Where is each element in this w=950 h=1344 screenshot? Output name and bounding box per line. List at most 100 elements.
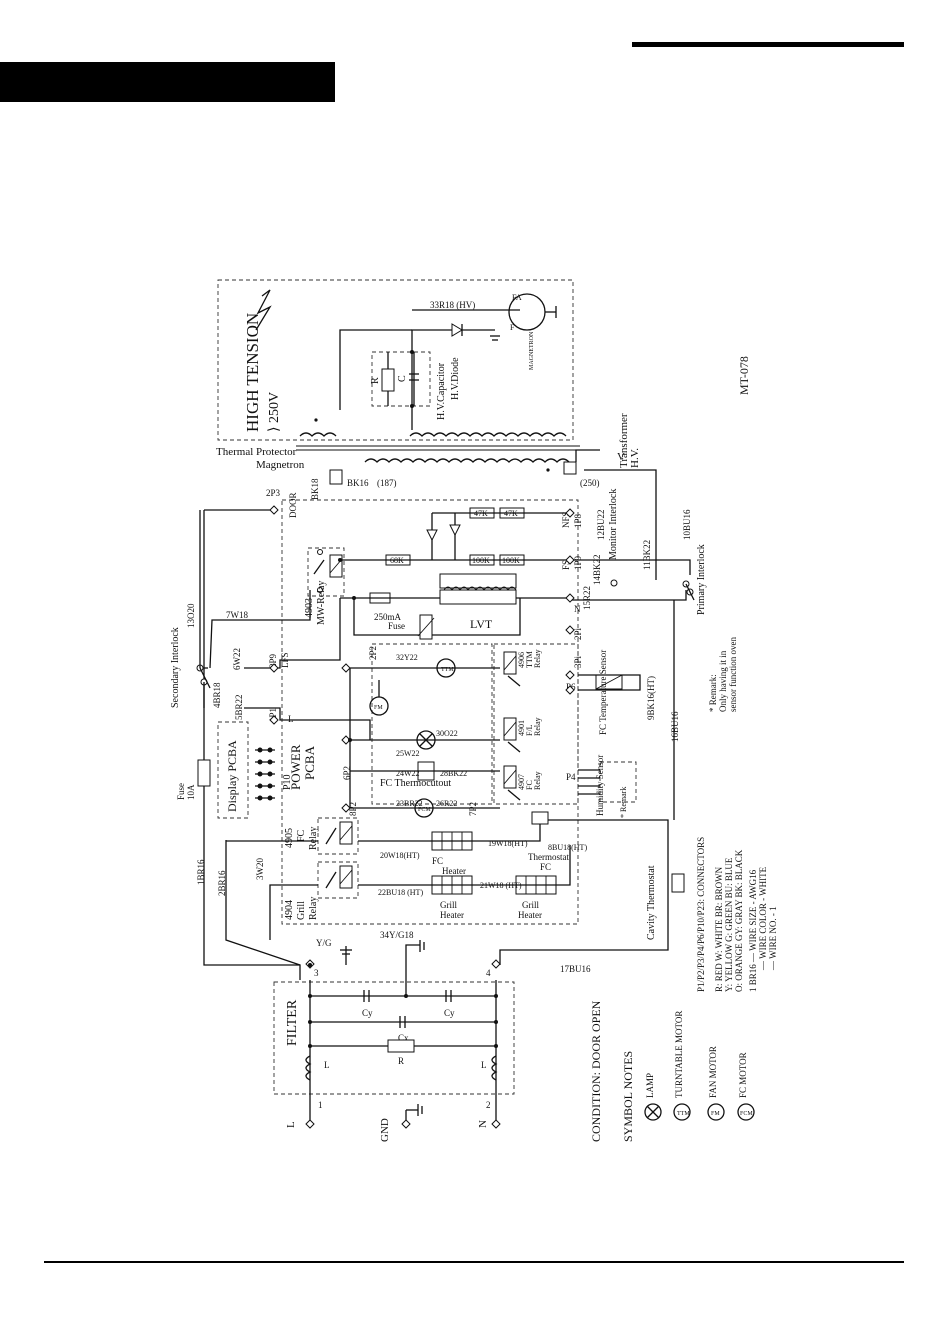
wire-13o20: 13O20	[186, 603, 196, 628]
hv-transformer-label-1: H.V.	[629, 448, 641, 468]
rectifier-diode-icon	[449, 524, 461, 537]
high-tension-section: HIGH TENSION ⟩ 250V R C H.V.Capacitor H.…	[217, 279, 574, 472]
wire-bk18: BK18	[310, 478, 320, 500]
high-tension-label: HIGH TENSION	[243, 313, 262, 432]
wire-17bu16: 17BU16	[560, 964, 591, 974]
wire-25w22: 25W22	[396, 749, 420, 758]
wire-28bk22: 28BK22	[440, 769, 467, 778]
conn-p10-label: P10	[282, 774, 293, 790]
magnetron-f-label: F	[510, 323, 515, 332]
filter-l2-label: L	[481, 1060, 487, 1070]
hv-bleeder-resistor	[381, 368, 395, 392]
wire-26r22: 26R22	[436, 799, 457, 808]
conn-p4-label: P4	[566, 772, 576, 782]
wire-34y: 34Y/G18	[380, 930, 414, 940]
hv-terminal	[563, 461, 577, 475]
fcm-mark: FCM	[418, 807, 431, 813]
symbol-legend: LAMP TTM TURNTABLE MOTOR FM FAN MOTOR FC…	[644, 1011, 755, 1121]
fc-relay-num: 4905	[284, 828, 295, 848]
main-fuse-value: 10A	[186, 784, 196, 800]
legend-fm-mark: FM	[711, 1111, 720, 1117]
wire-15r22: 15R22	[582, 586, 592, 610]
section-title-bar	[0, 62, 335, 102]
wire-10bu16-path	[584, 469, 657, 580]
secondary-interlock: Secondary Interlock	[170, 510, 311, 708]
hv-r-label: R	[370, 377, 381, 384]
high-tension-boundary	[217, 279, 574, 441]
fc-thermostat-label-2: Thermostat	[528, 852, 569, 862]
fc-thermostat-icon	[531, 811, 549, 825]
relay-4901-name: F/L	[525, 724, 534, 736]
lightning-icon	[255, 289, 272, 331]
display-pcba: Display PCBA P10	[217, 721, 293, 819]
led-diode-icon	[426, 529, 438, 542]
thermal-protector: Thermal Protector Magnetron BK16 (187) (…	[216, 446, 600, 488]
wire-33r18: 33R18 (HV)	[430, 300, 475, 310]
legend-fc-icon	[737, 1103, 755, 1121]
hv-transformer-label-2: Transformer	[618, 413, 630, 468]
wire-19w18: 19W18(HT)	[488, 839, 528, 848]
filter-r-label: R	[398, 1056, 404, 1066]
wire-14bk22: 14BK22	[592, 554, 602, 585]
legend-lamp-label: LAMP	[645, 1073, 655, 1098]
legend-fcm-mark: FCM	[740, 1111, 753, 1117]
fc-relay-name: FC	[296, 829, 307, 842]
conn-1p8-label: 1P8	[573, 513, 583, 528]
wire-bk16: BK16	[347, 478, 369, 488]
monitor-interlock-switch	[610, 579, 618, 587]
fc-relay-4905: 4905 FC Relay	[284, 817, 359, 855]
filter-boundary	[273, 981, 515, 1095]
condition-label: CONDITION: DOOR OPEN	[589, 1000, 603, 1142]
door-label: DOOR	[288, 492, 298, 518]
relay-4907-relay: Relay	[533, 771, 542, 790]
wire-187: (187)	[377, 478, 397, 488]
conn-2p3-label: 2P3	[266, 488, 281, 498]
wire-32y22: 32Y22	[396, 653, 418, 662]
conn-2p2-label: 2P2	[368, 646, 378, 660]
relay-group: 4906 TTM Relay 4901 F/L Relay 4907 FC Re…	[503, 649, 542, 801]
thermal-protector-switch	[329, 469, 343, 485]
mains-gnd-label: GND	[379, 1118, 391, 1142]
hv-transformer: H.V. Transformer V	[296, 413, 641, 468]
hv-diode-icon	[451, 323, 463, 337]
cavity-thermostat-icon	[671, 873, 685, 893]
filter-terminal-3: 3	[314, 968, 319, 978]
wire-legend: P1/P2/P3/P4/P6/P10/P23: CONNECTORS R: RE…	[696, 837, 778, 992]
wire-3w20: 3W20	[255, 858, 265, 880]
wire-1br16: 1BR16	[196, 859, 206, 885]
wire-24w22: 24W22	[396, 769, 420, 778]
humidity-sensor-label: Humidity Sensor	[595, 755, 605, 816]
legend-lamp-icon	[644, 1103, 662, 1121]
legend-ttm-mark: TTM	[677, 1111, 690, 1117]
display-pcba-label: Display PCBA	[225, 740, 239, 812]
wire-7w18: 7W18	[226, 610, 248, 620]
high-tension-voltage: ⟩ 250V	[267, 392, 282, 432]
conn-8p2-label: 8P2	[348, 802, 358, 816]
wire-6w22: 6W22	[232, 648, 242, 670]
filter-terminal-4: 4	[486, 968, 491, 978]
wire-9bk16: 9BK16(HT)	[646, 676, 656, 720]
mw-relay-label-2: MW-Relay	[316, 581, 327, 625]
cavity-thermostat: Cavity Thermostat	[646, 865, 685, 940]
fs-label: FS	[561, 560, 571, 570]
thermal-protector-label: Thermal Protector	[216, 446, 297, 458]
wire-yg: Y/G	[316, 938, 332, 948]
lvt-section: 250mA Fuse LVT	[340, 573, 570, 640]
grill-heater-label-3: Grill	[522, 900, 539, 910]
relay-4906-num: 4906	[517, 652, 526, 668]
hv-c-label: C	[397, 375, 408, 382]
cy-1-label: Cy	[362, 1008, 373, 1018]
relay-4901-relay: Relay	[533, 717, 542, 736]
relay-4907-name: FC	[525, 780, 534, 790]
filter-terminal-2: 2	[486, 1100, 491, 1110]
relay-group-boundary	[493, 643, 579, 805]
cx-label: Cx	[398, 1033, 409, 1043]
pcb-fuse-value: 250mA	[374, 612, 402, 622]
grill-relay-num: 4904	[284, 900, 295, 920]
fc-heater-label-2: Heater	[442, 866, 466, 876]
grill-relay-name: Grill	[296, 901, 307, 920]
main-fuse-icon	[197, 759, 211, 787]
relay-4906-relay: Relay	[533, 649, 542, 668]
legend-turntable-icon	[673, 1103, 691, 1121]
